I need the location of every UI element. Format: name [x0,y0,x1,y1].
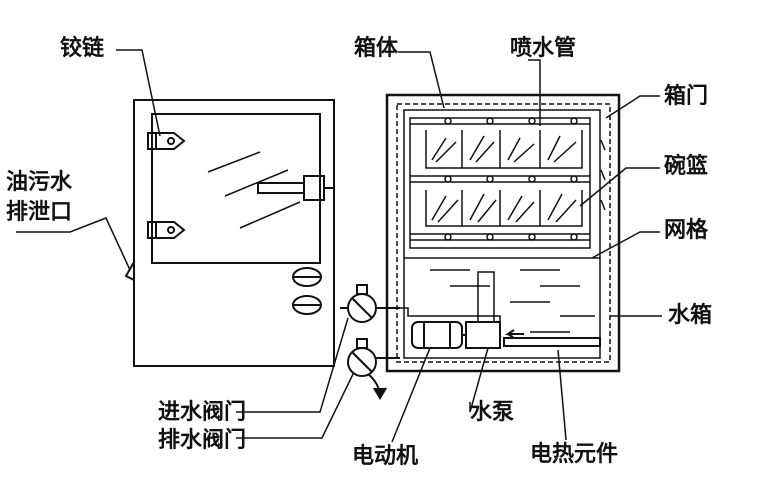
drain-valve [347,338,400,395]
cabinet-outer [385,93,621,373]
label-hinge: 铰链 [60,36,105,61]
glass-reflection [207,151,261,173]
label-grid: 网格 [664,218,709,243]
spray-pipe [409,117,591,249]
hinge-bottom [147,221,186,239]
label-inlet-valve: 进水阀门 [158,400,247,425]
leader-lines [16,49,662,443]
label-cabinet: 箱体 [354,36,399,61]
water-tank [404,257,600,333]
label-spray-pipe: 喷水管 [510,36,577,61]
label-motor: 电动机 [352,444,419,469]
glass-reflection [224,169,289,197]
label-water-tank: 水箱 [668,303,713,328]
electric-motor [411,321,466,349]
cabinet-liner [403,109,601,359]
inlet-valve [340,284,400,323]
label-drain-outlet-line1: 油污水 [6,170,73,195]
label-basket: 碗篮 [664,154,709,179]
label-drain-valve: 排水阀门 [158,428,247,453]
label-water-pump: 水泵 [470,400,515,425]
control-knob [292,295,322,315]
water-pump [465,321,501,349]
label-drain-outlet-line2: 排泄口 [6,200,73,225]
label-door: 箱门 [664,84,709,109]
dish-basket-lower [425,190,583,227]
door-panel [133,99,335,367]
heating-element [503,329,601,347]
glass-window [151,113,321,264]
inlet-pipe [400,307,501,322]
drain-outlet [124,261,135,281]
hinge-top [147,132,186,150]
cabinet-inner [396,103,611,363]
drain-arrow [373,387,387,400]
label-heater: 电热元件 [530,442,619,467]
dish-basket-upper [425,130,583,169]
door-edge [600,139,606,211]
supply-pipe [477,271,495,322]
door-handle [257,175,334,201]
control-knob [292,267,322,287]
glass-reflection [239,201,301,229]
